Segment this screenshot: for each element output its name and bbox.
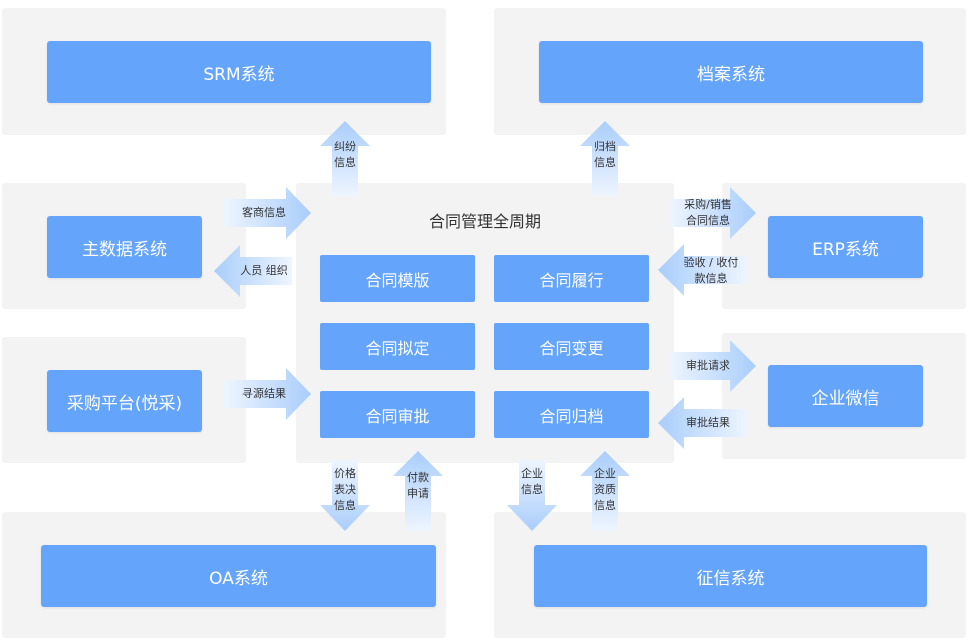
module-contract-change: 合同变更 bbox=[494, 323, 649, 370]
module-contract-performance: 合同履行 bbox=[494, 255, 649, 302]
arrow-personnel-org bbox=[214, 245, 292, 297]
label-personnel-org: 人员 组织 bbox=[240, 264, 288, 277]
module-contract-template: 合同模版 bbox=[320, 255, 475, 302]
archive-system: 档案系统 bbox=[539, 41, 923, 103]
module-contract-drafting: 合同拟定 bbox=[320, 323, 475, 370]
arrow-enterprise-qualification bbox=[580, 451, 630, 531]
erp-system: ERP系统 bbox=[768, 216, 923, 278]
arrow-price-vote bbox=[320, 460, 370, 531]
label-dispute-info: 纠纷 信息 bbox=[334, 140, 356, 169]
label-acceptance-payment: 验收 / 收付 款信息 bbox=[683, 256, 739, 285]
label-approval-result: 审批结果 bbox=[686, 416, 730, 429]
label-enterprise-info: 企业 信息 bbox=[521, 467, 543, 496]
credit-system: 征信系统 bbox=[534, 545, 927, 607]
arrow-enterprise-info bbox=[507, 460, 557, 531]
arrow-purchase-sales-contract bbox=[670, 187, 756, 239]
lifecycle-title: 合同管理全周期 bbox=[428, 212, 541, 231]
module-contract-archiving: 合同归档 bbox=[494, 391, 649, 438]
srm-system: SRM系统 bbox=[47, 41, 431, 103]
arrow-dispute-info bbox=[320, 121, 370, 196]
label-sourcing-result: 寻源结果 bbox=[242, 387, 286, 400]
module-contract-approval: 合同审批 bbox=[320, 391, 475, 438]
procurement-platform-system: 采购平台(悦采) bbox=[47, 370, 202, 432]
arrow-acceptance-payment bbox=[658, 244, 748, 296]
label-approval-request: 审批请求 bbox=[686, 359, 730, 372]
arrow-approval-request bbox=[670, 340, 756, 392]
label-purchase-sales-contract: 采购/销售 合同信息 bbox=[684, 198, 732, 227]
arrow-approval-result bbox=[658, 397, 748, 449]
arrow-merchant-info bbox=[224, 187, 311, 239]
arrow-payment-request bbox=[393, 451, 443, 531]
master-data-system: 主数据系统 bbox=[47, 216, 202, 278]
label-archive-info: 归档 信息 bbox=[594, 140, 616, 169]
label-merchant-info: 客商信息 bbox=[242, 206, 286, 219]
oa-system: OA系统 bbox=[41, 545, 436, 607]
label-price-vote: 价格 表决 信息 bbox=[334, 467, 356, 512]
arrow-archive-info bbox=[580, 121, 630, 196]
arrow-sourcing-result bbox=[224, 368, 311, 420]
label-enterprise-qualification: 企业 资质 信息 bbox=[594, 467, 616, 512]
wecom-system: 企业微信 bbox=[768, 365, 923, 427]
label-payment-request: 付款 申请 bbox=[407, 471, 429, 500]
